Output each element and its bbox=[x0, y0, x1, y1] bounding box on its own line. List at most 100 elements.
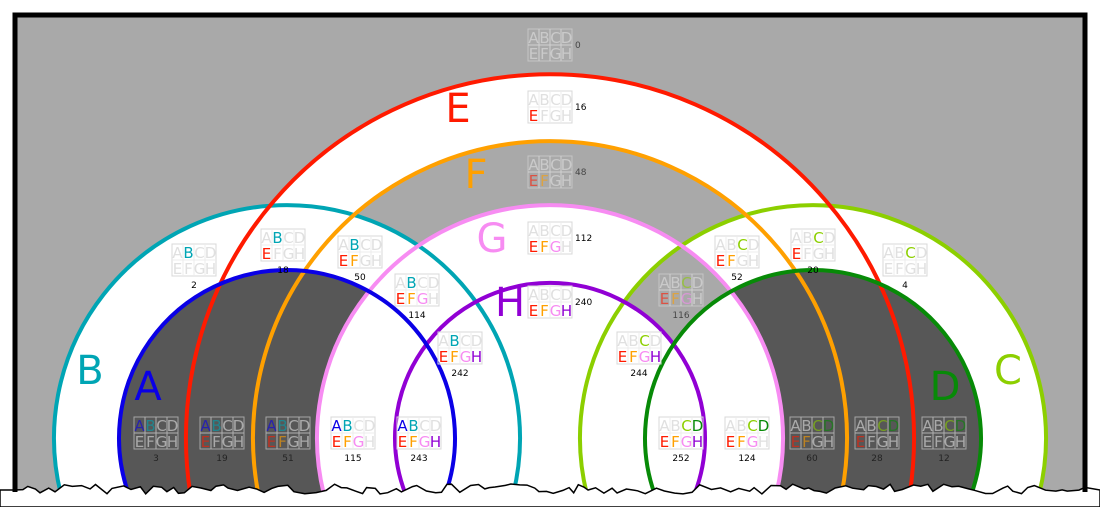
region-letter-a: A bbox=[659, 274, 670, 292]
region-value: 243 bbox=[410, 454, 427, 464]
region-letter-d: D bbox=[299, 417, 311, 435]
region-letter-h: H bbox=[955, 433, 966, 451]
region-letter-c: C bbox=[639, 332, 649, 350]
region-letter-g: G bbox=[550, 238, 562, 256]
set-a-outline bbox=[117, 268, 457, 495]
region-value: 124 bbox=[738, 454, 755, 464]
region-letter-e: E bbox=[201, 433, 210, 451]
region-letter-c: C bbox=[737, 236, 747, 254]
region-letter-e: E bbox=[726, 433, 735, 451]
region-letter-e: E bbox=[439, 348, 448, 366]
region-letter-f: F bbox=[727, 252, 736, 270]
set-label-d: D bbox=[930, 364, 961, 410]
region-letter-b: B bbox=[628, 332, 638, 350]
region-letter-h: H bbox=[364, 433, 375, 451]
region-value: 4 bbox=[902, 281, 908, 291]
set-f-outline bbox=[251, 139, 849, 495]
region-letter-h: H bbox=[692, 433, 703, 451]
region-letter-h: H bbox=[888, 433, 899, 451]
region-letter-b: B bbox=[736, 417, 746, 435]
region-letter-a: A bbox=[331, 417, 342, 435]
region-letter-e: E bbox=[529, 45, 538, 63]
region-letter-d: D bbox=[748, 236, 760, 254]
region-letter-h: H bbox=[205, 260, 216, 278]
region-letter-e: E bbox=[529, 107, 538, 125]
set-label-c: C bbox=[994, 348, 1022, 394]
region-letter-b: B bbox=[342, 417, 352, 435]
region-letter-g: G bbox=[639, 348, 651, 366]
region-letter-g: G bbox=[460, 348, 472, 366]
region-letter-b: B bbox=[933, 417, 943, 435]
region-letter-e: E bbox=[529, 302, 538, 320]
region-letter-e: E bbox=[856, 433, 865, 451]
set-e-outline bbox=[184, 72, 916, 495]
region-letter-f: F bbox=[540, 302, 549, 320]
set-g-outline bbox=[315, 203, 785, 495]
region-letter-a: A bbox=[134, 417, 145, 435]
region-letter-g: G bbox=[417, 290, 429, 308]
region-value: 52 bbox=[731, 273, 742, 283]
region-letter-a: A bbox=[883, 244, 894, 262]
region-letter-a: A bbox=[528, 91, 539, 109]
set-label-f: F bbox=[464, 152, 487, 198]
region-value: 18 bbox=[277, 266, 289, 276]
region-letter-c: C bbox=[460, 332, 470, 350]
region-letter-d: D bbox=[471, 332, 483, 350]
region-letter-f: F bbox=[737, 433, 746, 451]
set-label-b: B bbox=[76, 348, 103, 394]
region-letter-a: A bbox=[855, 417, 866, 435]
region-value: 60 bbox=[806, 454, 818, 464]
region-letter-h: H bbox=[561, 45, 572, 63]
region-letter-e: E bbox=[332, 433, 341, 451]
region-letter-f: F bbox=[934, 433, 943, 451]
region-letter-b: B bbox=[408, 417, 418, 435]
region-letter-g: G bbox=[288, 433, 300, 451]
region-letter-d: D bbox=[692, 274, 704, 292]
region-letter-b: B bbox=[211, 417, 221, 435]
region-letter-e: E bbox=[396, 290, 405, 308]
region-letter-f: F bbox=[540, 107, 549, 125]
region-letter-b: B bbox=[539, 156, 549, 174]
region-letter-b: B bbox=[726, 236, 736, 254]
region-letter-f: F bbox=[278, 433, 287, 451]
set-label-a: A bbox=[134, 364, 162, 410]
region-letter-c: C bbox=[288, 417, 298, 435]
region-letter-c: C bbox=[813, 229, 823, 247]
region-letter-h: H bbox=[823, 433, 834, 451]
region-letter-b: B bbox=[539, 91, 549, 109]
region-letter-b: B bbox=[145, 417, 155, 435]
region-letter-g: G bbox=[550, 45, 562, 63]
region-letter-d: D bbox=[692, 417, 704, 435]
region-letter-h: H bbox=[561, 172, 572, 190]
region-letter-a: A bbox=[397, 417, 408, 435]
region-letter-c: C bbox=[550, 156, 560, 174]
region-letter-d: D bbox=[167, 417, 179, 435]
region-letter-f: F bbox=[629, 348, 638, 366]
region-letter-h: H bbox=[650, 348, 661, 366]
region-letter-a: A bbox=[528, 222, 539, 240]
region-letter-h: H bbox=[233, 433, 244, 451]
region-letter-g: G bbox=[222, 433, 234, 451]
region-letter-e: E bbox=[173, 260, 182, 278]
region-letter-b: B bbox=[539, 222, 549, 240]
region-value: 20 bbox=[807, 266, 819, 276]
region-letter-f: F bbox=[273, 245, 282, 263]
region-letter-e: E bbox=[339, 252, 348, 270]
region-letter-d: D bbox=[561, 222, 573, 240]
region-value: 244 bbox=[630, 369, 647, 379]
region-letter-b: B bbox=[406, 274, 416, 292]
